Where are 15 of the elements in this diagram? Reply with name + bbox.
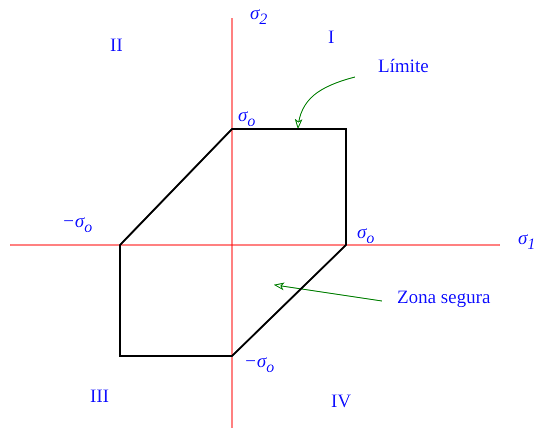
stress-value-label: −σ$_{o}$	[62, 212, 92, 236]
callout-text: Límite	[378, 57, 429, 78]
callout-text: Zona segura	[397, 288, 490, 309]
stress-value-label: σ$_{o}$	[238, 106, 256, 130]
quadrant-label: IV	[331, 392, 352, 413]
axis-label: σ$_{2}$	[250, 4, 268, 28]
leader-line	[274, 282, 382, 302]
stress-value-label: σ$_{o}$	[357, 223, 374, 248]
leader-line	[296, 76, 356, 128]
safe-zone-hexagon	[119, 128, 347, 357]
quadrant-label: II	[110, 36, 123, 57]
axis-label: σ$_{1}$	[518, 229, 536, 254]
stress-value-label: −σ$_{o}$	[244, 352, 274, 376]
quadrant-label: I	[328, 28, 334, 49]
quadrant-label: III	[90, 387, 109, 408]
